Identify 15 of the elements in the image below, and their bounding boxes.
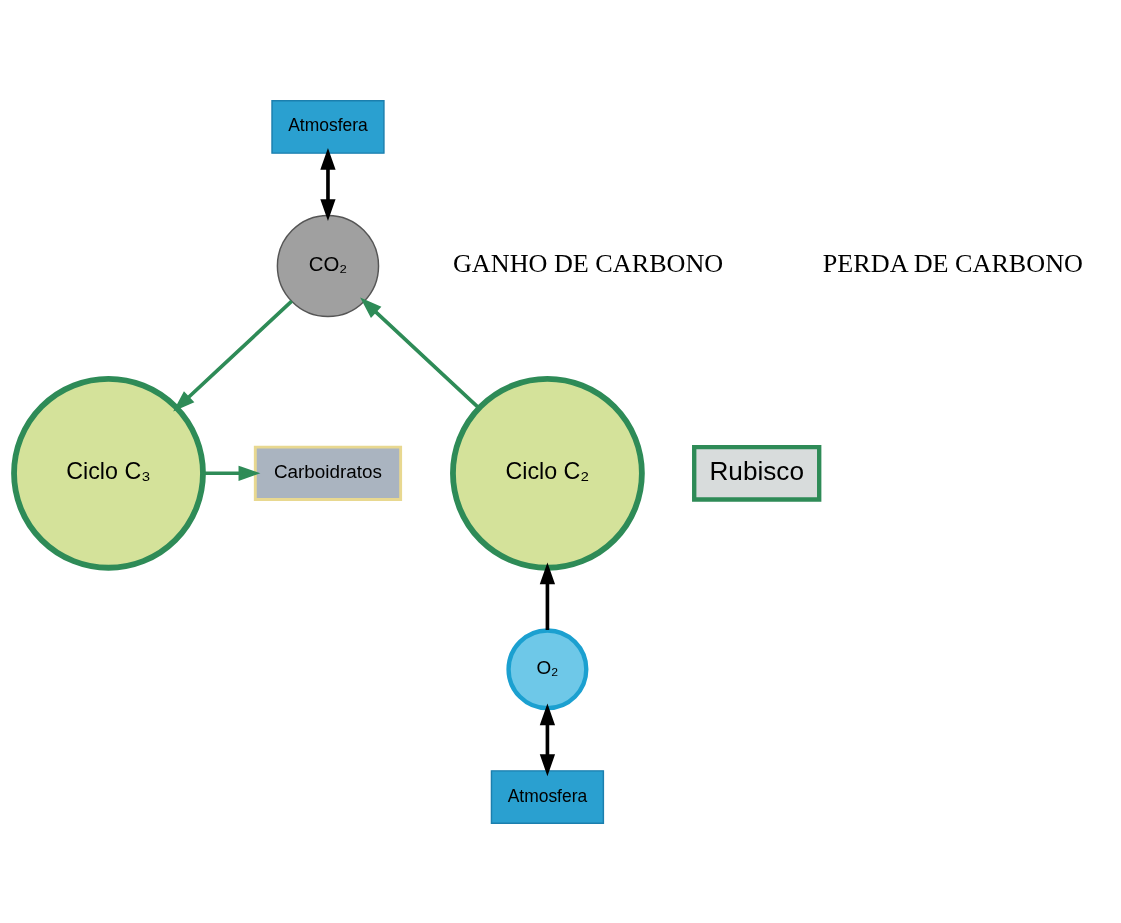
arrow — [539, 561, 556, 630]
node-box: Atmosfera — [271, 99, 385, 154]
arrow — [320, 147, 336, 221]
node-circle: Ciclo C₃ — [11, 375, 206, 571]
node-circle: O₂ — [506, 627, 589, 710]
arrow — [203, 465, 261, 481]
arrow — [173, 299, 293, 412]
node-circle: Ciclo C₂ — [450, 375, 645, 571]
node-box: Atmosfera — [490, 769, 605, 824]
arrow — [539, 702, 556, 776]
label: GANHO DE CARBONO — [452, 248, 724, 278]
node-box: Carboidratos — [253, 445, 403, 501]
label: PERDA DE CARBONO — [822, 248, 1083, 278]
node-box: Rubisco — [692, 444, 822, 502]
arrow — [360, 296, 480, 409]
